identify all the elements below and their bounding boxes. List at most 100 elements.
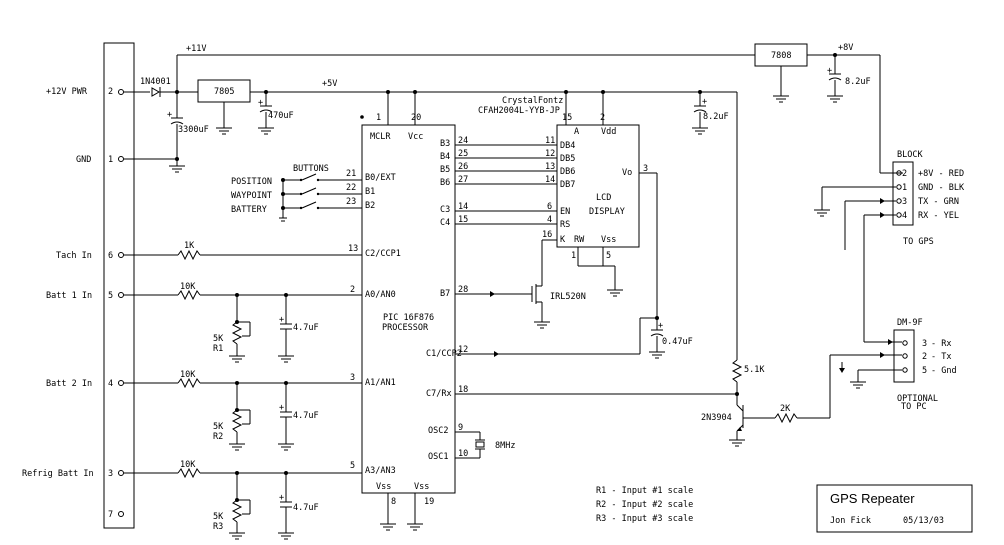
svg-text:05/13/03: 05/13/03 [903, 516, 944, 526]
conn-pin-batt1: Batt 1 In 5 [46, 291, 124, 301]
svg-text:1: 1 [376, 113, 381, 123]
svg-text:8.2uF: 8.2uF [703, 112, 729, 122]
svg-text:23: 23 [346, 197, 356, 207]
svg-text:RX - YEL: RX - YEL [918, 211, 959, 221]
crystal-8mhz: 8MHz [455, 431, 515, 459]
svg-text:26: 26 [458, 162, 468, 172]
svg-text:R2: R2 [213, 432, 223, 442]
svg-text:16: 16 [542, 230, 552, 240]
contrast-circuit: + 0.47uF [455, 172, 693, 359]
svg-text:3300uF: 3300uF [178, 125, 209, 135]
svg-text:IRL520N: IRL520N [550, 292, 586, 302]
svg-text:13: 13 [545, 162, 555, 172]
svg-text:R3: R3 [213, 522, 223, 532]
svg-text:11: 11 [545, 136, 555, 146]
svg-text:10K: 10K [180, 370, 196, 380]
svg-text:3: 3 [350, 373, 355, 383]
title-block: GPS Repeater Jon Fick 05/13/03 [816, 484, 973, 533]
svg-text:C2/CCP1: C2/CCP1 [365, 249, 401, 259]
svg-text:6: 6 [547, 202, 552, 212]
svg-text:5K: 5K [213, 334, 224, 344]
svg-text:- Tx: - Tx [931, 352, 951, 362]
svg-text:5: 5 [350, 461, 355, 471]
svg-text:B4: B4 [440, 152, 450, 162]
svg-text:3: 3 [643, 164, 648, 174]
svg-text:5K: 5K [213, 422, 224, 432]
conn-pin-refrig: Refrig Batt In 3 [22, 469, 124, 479]
svg-text:CFAH2004L-YYB-JP: CFAH2004L-YYB-JP [478, 106, 560, 116]
svg-text:4: 4 [902, 211, 907, 221]
svg-text:PIC 16F876: PIC 16F876 [383, 313, 434, 323]
svg-text:24: 24 [458, 136, 468, 146]
svg-text:B5: B5 [440, 165, 450, 175]
svg-text:Vss: Vss [414, 482, 429, 492]
svg-text:4: 4 [108, 379, 113, 389]
svg-text:+: + [658, 321, 663, 331]
svg-text:5.1K: 5.1K [744, 365, 765, 375]
svg-text:3: 3 [922, 339, 927, 349]
tach-input: 1K [124, 241, 362, 261]
svg-text:7805: 7805 [214, 87, 234, 97]
svg-text:5: 5 [922, 366, 927, 376]
svg-text:A1/AN1: A1/AN1 [365, 378, 396, 388]
svg-text:A3/AN3: A3/AN3 [365, 466, 396, 476]
regulator-7805: 7805 [197, 79, 251, 135]
svg-text:DB7: DB7 [560, 180, 575, 190]
svg-text:13: 13 [348, 244, 358, 254]
svg-text:10K: 10K [180, 282, 196, 292]
regulator-7808: 7808 [754, 43, 808, 103]
conn-pin-tach: Tach In 6 [56, 251, 124, 261]
svg-text:R2 - Input #2 scale: R2 - Input #2 scale [596, 500, 693, 510]
svg-text:DISPLAY: DISPLAY [589, 207, 625, 217]
svg-text:Batt 1 In: Batt 1 In [46, 291, 92, 301]
svg-text:B7: B7 [440, 289, 450, 299]
svg-text:R1: R1 [213, 344, 223, 354]
svg-text:+12V PWR: +12V PWR [46, 87, 88, 97]
diode-1n4001: 1N4001 [140, 77, 171, 97]
pic-processor: 1 20 MCLR Vcc PIC 16F876 PROCESSOR 21 B0… [346, 92, 468, 531]
svg-text:18: 18 [458, 385, 468, 395]
svg-text:DM-9F: DM-9F [897, 318, 923, 328]
svg-text:4.7uF: 4.7uF [293, 411, 319, 421]
svg-text:14: 14 [458, 202, 468, 212]
svg-text:2: 2 [902, 169, 907, 179]
svg-text:Tach In: Tach In [56, 251, 92, 261]
svg-text:1N4001: 1N4001 [140, 77, 171, 87]
svg-text:LCD: LCD [596, 193, 611, 203]
svg-text:5: 5 [606, 251, 611, 261]
svg-text:4: 4 [547, 215, 552, 225]
svg-text:Vcc: Vcc [408, 132, 423, 142]
svg-text:2K: 2K [780, 404, 791, 414]
svg-text:470uF: 470uF [268, 111, 294, 121]
svg-text:3: 3 [108, 469, 113, 479]
svg-text:Batt 2 In: Batt 2 In [46, 379, 92, 389]
conn-pin-gnd: GND 1 [76, 155, 124, 165]
svg-text:MCLR: MCLR [370, 132, 391, 142]
svg-text:5K: 5K [213, 512, 224, 522]
svg-text:- Rx: - Rx [931, 339, 951, 349]
svg-text:+: + [258, 98, 263, 108]
svg-text:A0/AN0: A0/AN0 [365, 290, 396, 300]
svg-text:21: 21 [346, 169, 356, 179]
svg-text:B2: B2 [365, 201, 375, 211]
analog-input-1: 10K 5K R1 + 4.7uF [124, 282, 362, 363]
svg-text:Vss: Vss [601, 235, 616, 245]
svg-text:A: A [574, 127, 579, 137]
svg-text:22: 22 [346, 183, 356, 193]
svg-text:20: 20 [411, 113, 421, 123]
svg-text:C4: C4 [440, 218, 450, 228]
svg-text:8: 8 [391, 497, 396, 507]
svg-text:R1 - Input #1 scale: R1 - Input #1 scale [596, 486, 693, 496]
svg-text:Refrig Batt In: Refrig Batt In [22, 469, 94, 479]
svg-text:B6: B6 [440, 178, 450, 188]
svg-text:PROCESSOR: PROCESSOR [382, 323, 429, 333]
svg-text:7: 7 [108, 510, 113, 520]
conn-pin-7: 7 [108, 510, 124, 520]
svg-text:3: 3 [902, 197, 907, 207]
analog-input-2: 10K 5K R2 + 4.7uF [124, 370, 362, 451]
button-position [283, 173, 362, 182]
svg-text:DB4: DB4 [560, 141, 575, 151]
svg-text:1: 1 [571, 251, 576, 261]
svg-text:BATTERY: BATTERY [231, 205, 267, 215]
